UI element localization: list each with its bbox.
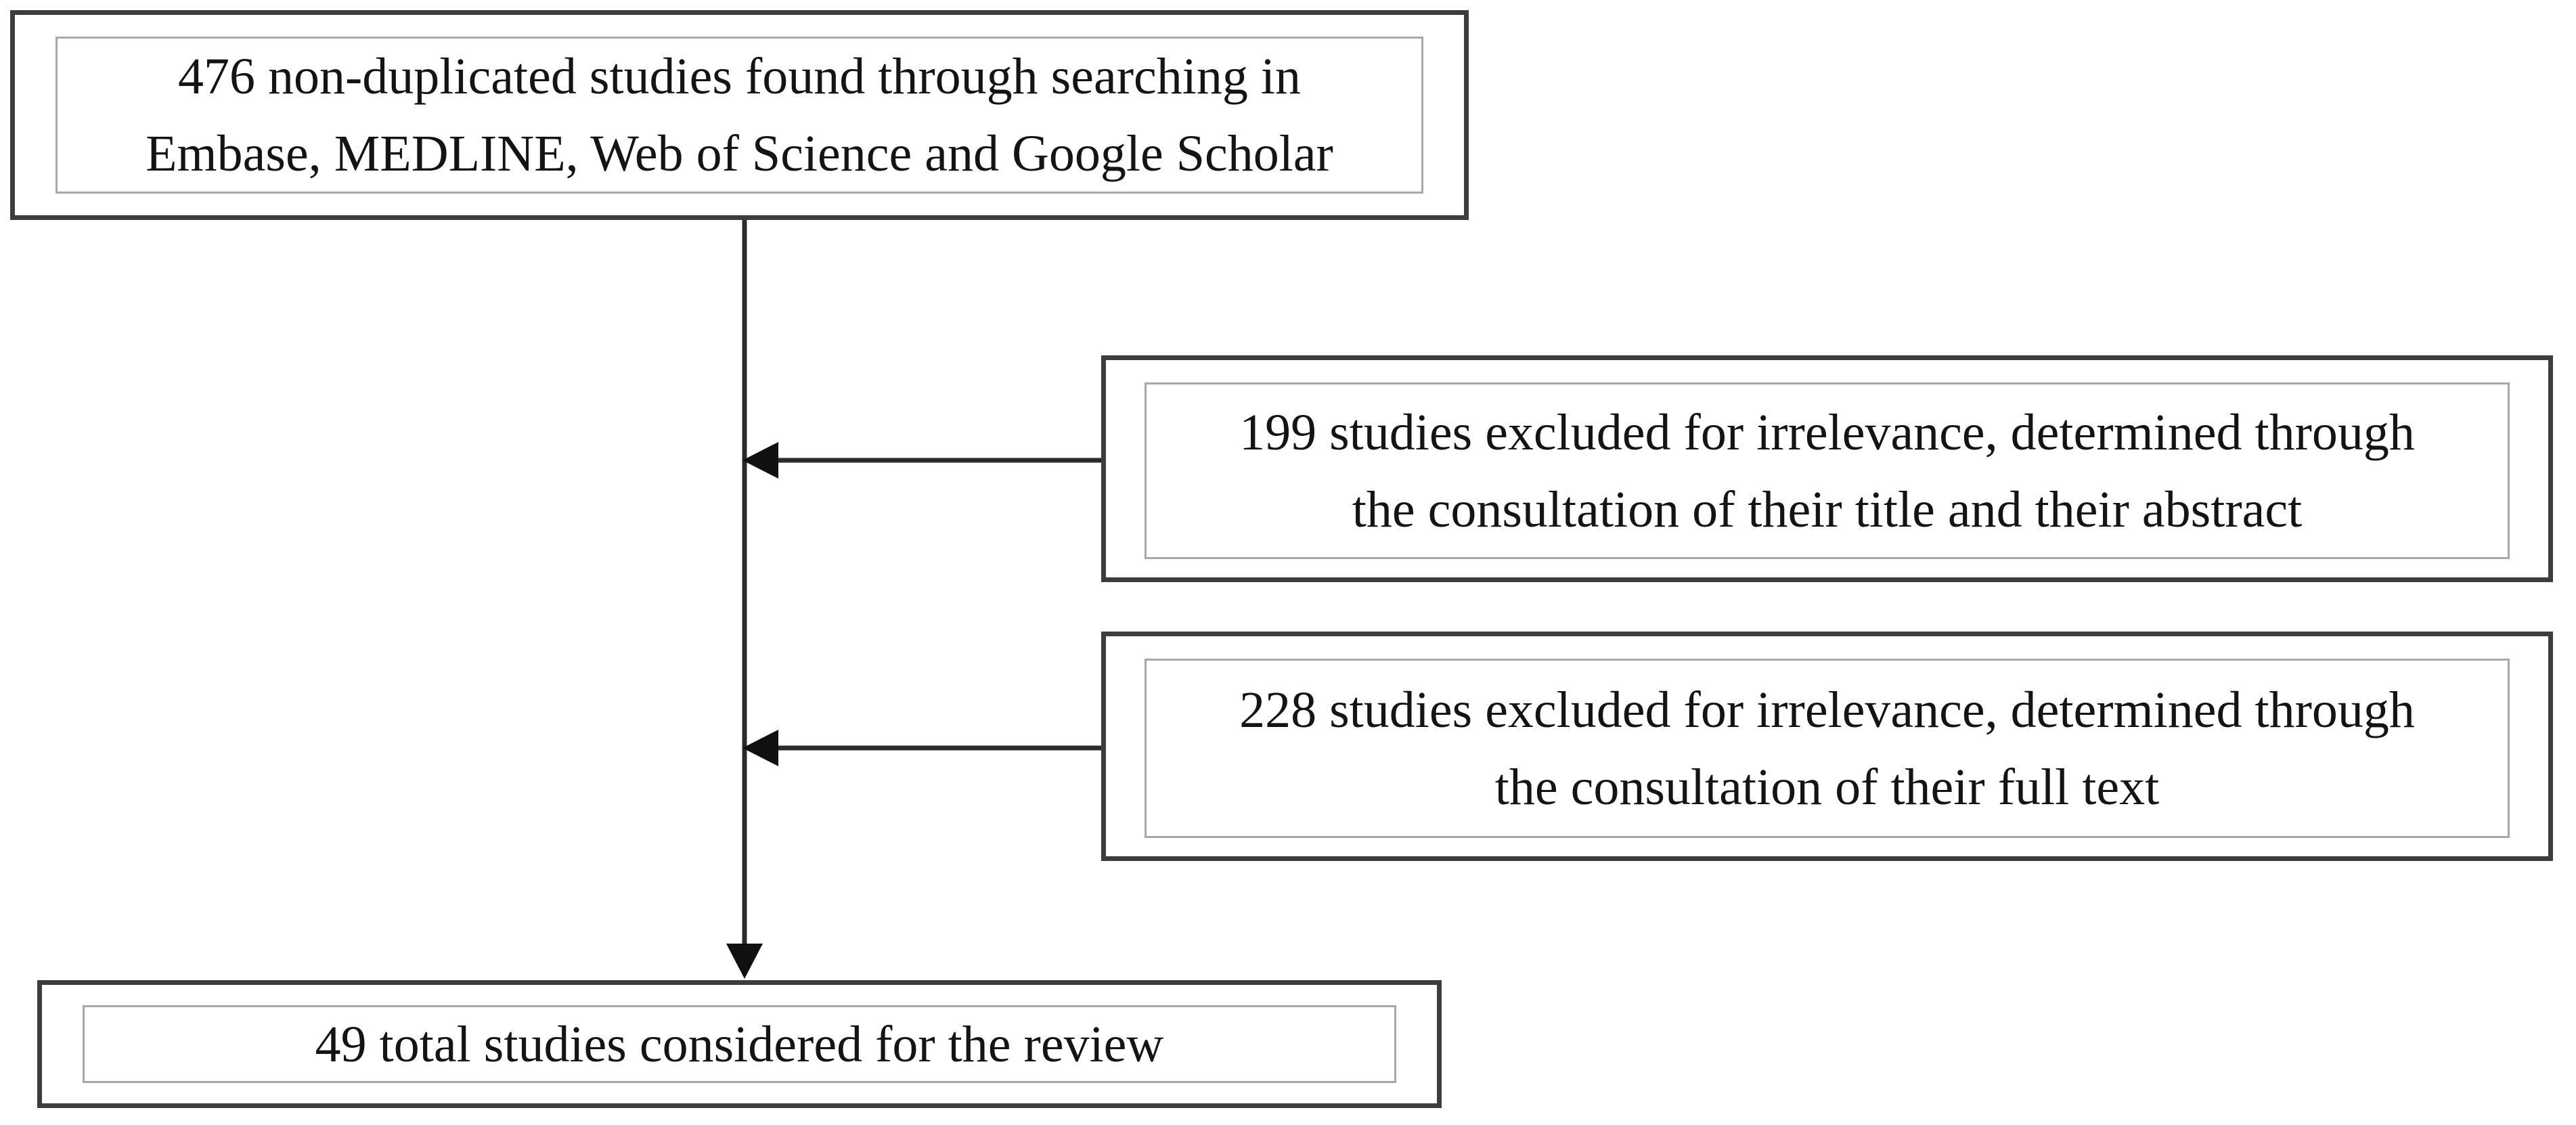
node-studies-included: 49 total studies considered for the revi… bbox=[37, 980, 1442, 1108]
node-excluded-full-text: 228 studies excluded for irrelevance, de… bbox=[1101, 632, 2553, 861]
node-text-line: 228 studies excluded for irrelevance, de… bbox=[1239, 681, 2415, 738]
node-text-line: the consultation of their full text bbox=[1494, 758, 2160, 816]
node-text-line: Embase, MEDLINE, Web of Science and Goog… bbox=[146, 125, 1333, 182]
node-records-identified: 476 non-duplicated studies found through… bbox=[10, 10, 1469, 220]
node-records-identified-inner: 476 non-duplicated studies found through… bbox=[55, 37, 1423, 194]
node-text-line: the consultation of their title and thei… bbox=[1352, 481, 2303, 538]
node-text-line: 476 non-duplicated studies found through… bbox=[177, 48, 1301, 105]
arrow-left-icon-full-text bbox=[742, 730, 778, 766]
node-excluded-title-abstract-inner: 199 studies excluded for irrelevance, de… bbox=[1145, 382, 2510, 559]
arrow-left-icon-title-abstract bbox=[742, 442, 778, 479]
node-text-line: 49 total studies considered for the revi… bbox=[315, 1015, 1164, 1073]
arrow-down-icon bbox=[726, 944, 763, 979]
node-excluded-title-abstract: 199 studies excluded for irrelevance, de… bbox=[1101, 355, 2553, 582]
node-studies-included-inner: 49 total studies considered for the revi… bbox=[83, 1005, 1396, 1083]
node-excluded-full-text-inner: 228 studies excluded for irrelevance, de… bbox=[1145, 659, 2510, 838]
node-text-line: 199 studies excluded for irrelevance, de… bbox=[1239, 403, 2415, 461]
